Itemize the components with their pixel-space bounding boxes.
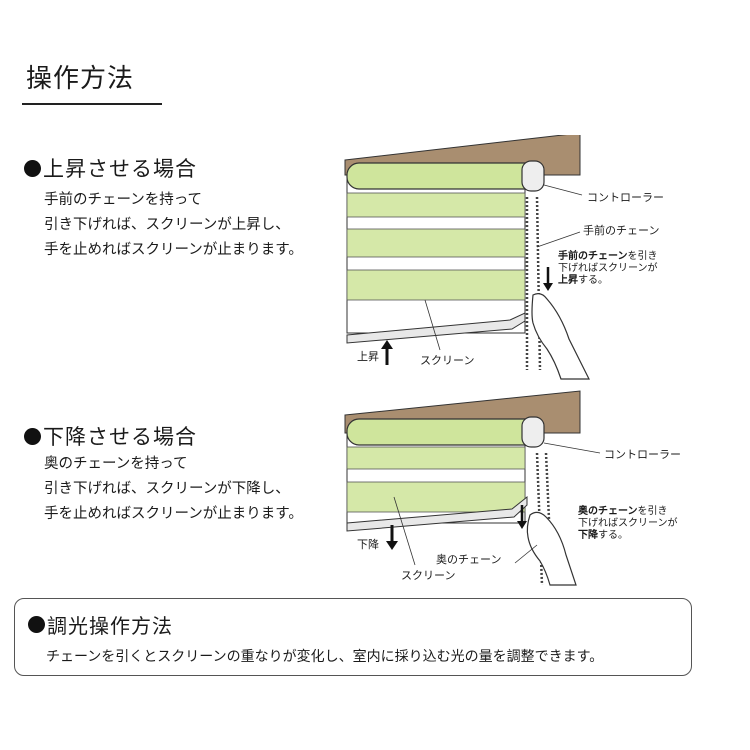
raise-heading-text: 上昇させる場合 <box>43 157 197 181</box>
lower-note-bold: 下降 <box>578 530 598 541</box>
screen-leader <box>393 496 416 566</box>
raise-description: 手前のチェーンを持って 引き下げれば、スクリーンが上昇し、 手を止めればスクリー… <box>44 188 303 263</box>
chain-leader <box>536 231 581 248</box>
controller-leader <box>543 184 583 196</box>
bullet-icon <box>24 427 41 445</box>
dimming-description: チェーンを引くとスクリーンの重なりが変化し、室内に採り込む光の量を調整できます。 <box>46 649 604 665</box>
front-chain <box>535 196 542 371</box>
raise-illustration <box>344 135 590 380</box>
roller-head <box>346 418 538 446</box>
raise-line: 引き下げれば、スクリーンが上昇し、 <box>44 217 290 233</box>
chain-leader <box>514 544 538 564</box>
lower-illustration <box>344 390 601 586</box>
lower-direction-label: 下降 <box>357 538 379 551</box>
screen-stripe <box>346 269 526 301</box>
bullet-icon <box>28 616 45 633</box>
dimming-panel <box>14 598 692 676</box>
bullet-icon <box>24 159 41 177</box>
lower-back-chain-label: 奥のチェーン <box>436 553 502 566</box>
dimming-heading: 調光操作方法 <box>28 610 173 639</box>
hand-illustration <box>531 293 590 380</box>
lower-line: 引き下げれば、スクリーンが下降し、 <box>44 481 290 497</box>
controller-leader <box>543 442 601 454</box>
lower-heading-text: 下降させる場合 <box>43 425 197 449</box>
title-divider <box>22 103 162 105</box>
raise-line: 手前のチェーンを持って <box>44 192 203 208</box>
raise-note-text: する。 <box>578 275 608 286</box>
lower-note-text: する。 <box>598 530 628 541</box>
raise-note-text: を引き <box>627 251 658 262</box>
raise-note-text: 下げればスクリーンが <box>558 263 658 274</box>
screen-stripe <box>346 228 526 258</box>
bottom-bar <box>346 495 528 532</box>
raise-direction-label: 上昇 <box>357 350 379 363</box>
lower-note: 奥のチェーンを引き 下げればスクリーンが 下降する。 <box>578 506 678 542</box>
lower-screen-label: スクリーン <box>401 569 456 582</box>
lower-note-bold: 奥のチェーン <box>578 506 638 517</box>
dimming-heading-text: 調光操作方法 <box>47 614 173 638</box>
lower-line: 手を止めればスクリーンが止まります。 <box>44 506 303 522</box>
page-title: 操作方法 <box>26 64 135 94</box>
roller-head <box>346 162 538 190</box>
lower-note-text: 下げればスクリーンが <box>578 518 678 529</box>
bottom-bar <box>346 312 526 344</box>
raise-screen-label: スクリーン <box>420 354 475 367</box>
screen-stripe <box>346 446 526 470</box>
raise-controller-label: コントローラー <box>587 191 664 204</box>
hand-illustration <box>526 511 577 586</box>
raise-line: 手を止めればスクリーンが止まります。 <box>44 242 303 258</box>
lower-line: 奥のチェーンを持って <box>44 456 188 472</box>
raise-note-bold: 上昇 <box>558 275 578 286</box>
raise-note-bold: 手前のチェーン <box>558 251 628 262</box>
lower-note-text: を引き <box>637 506 668 517</box>
screen-leader <box>424 299 441 351</box>
lower-description: 奥のチェーンを持って 引き下げれば、スクリーンが下降し、 手を止めればスクリーン… <box>44 452 303 527</box>
screen-stripe <box>346 192 526 218</box>
raise-front-chain-label: 手前のチェーン <box>583 224 660 237</box>
lower-controller-label: コントローラー <box>604 448 681 461</box>
raise-note: 手前のチェーンを引き 下げればスクリーンが 上昇する。 <box>558 251 658 287</box>
controller-cap <box>521 416 545 448</box>
screen-stripe <box>346 481 526 513</box>
controller-cap <box>521 160 545 192</box>
raise-heading: 上昇させる場合 <box>24 153 197 183</box>
lower-heading: 下降させる場合 <box>24 421 197 451</box>
